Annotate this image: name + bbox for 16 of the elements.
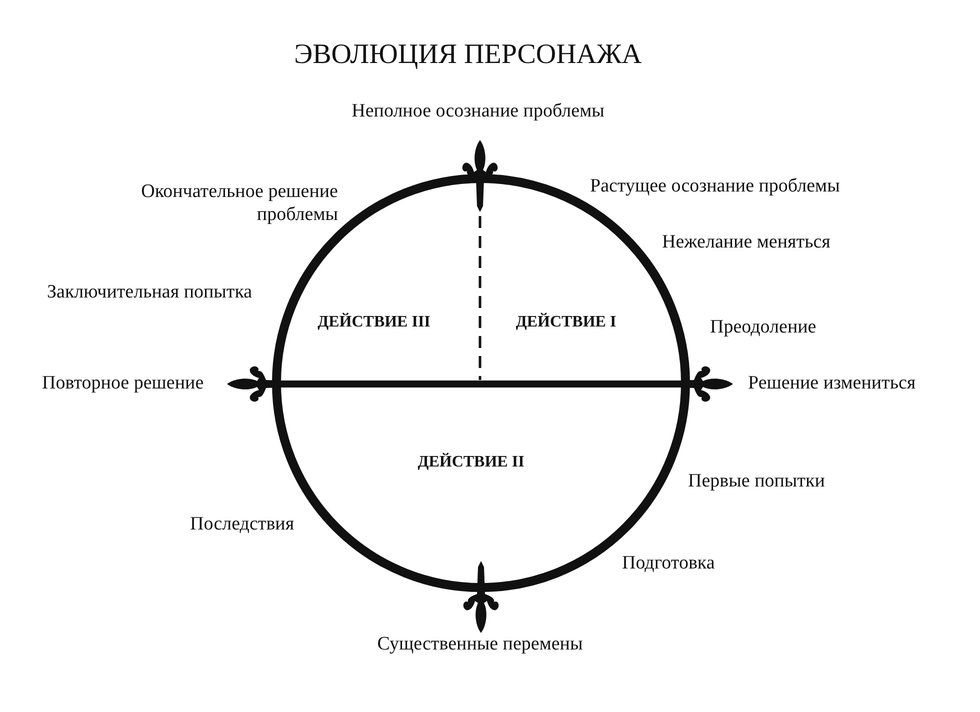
title: ЭВОЛЮЦИЯ ПЕРСОНАЖА	[294, 38, 642, 72]
stage-label: Первые попытки	[688, 470, 825, 494]
stage-label: Повторное решение	[42, 372, 204, 396]
stage-label: Неполное осознание проблемы	[352, 100, 604, 124]
act-label: ДЕЙСТВИЕ I	[516, 312, 616, 332]
stage-label: Последствия	[190, 514, 294, 536]
stage-label: Нежелание меняться	[662, 232, 830, 254]
stage-label: Существенные перемены	[377, 634, 583, 656]
act-label: ДЕЙСТВИЕ III	[318, 312, 430, 332]
stage-label: Подготовка	[622, 552, 715, 576]
stage-label: Преодоление	[710, 316, 816, 340]
act-label: ДЕЙСТВИЕ II	[418, 452, 524, 472]
stage-label: Окончательное решение проблемы	[140, 181, 338, 227]
stage-label: Заключительная попытка	[47, 282, 252, 304]
stage-label: Растущее осознание проблемы	[590, 176, 840, 198]
stage-label: Решение измениться	[748, 372, 916, 396]
